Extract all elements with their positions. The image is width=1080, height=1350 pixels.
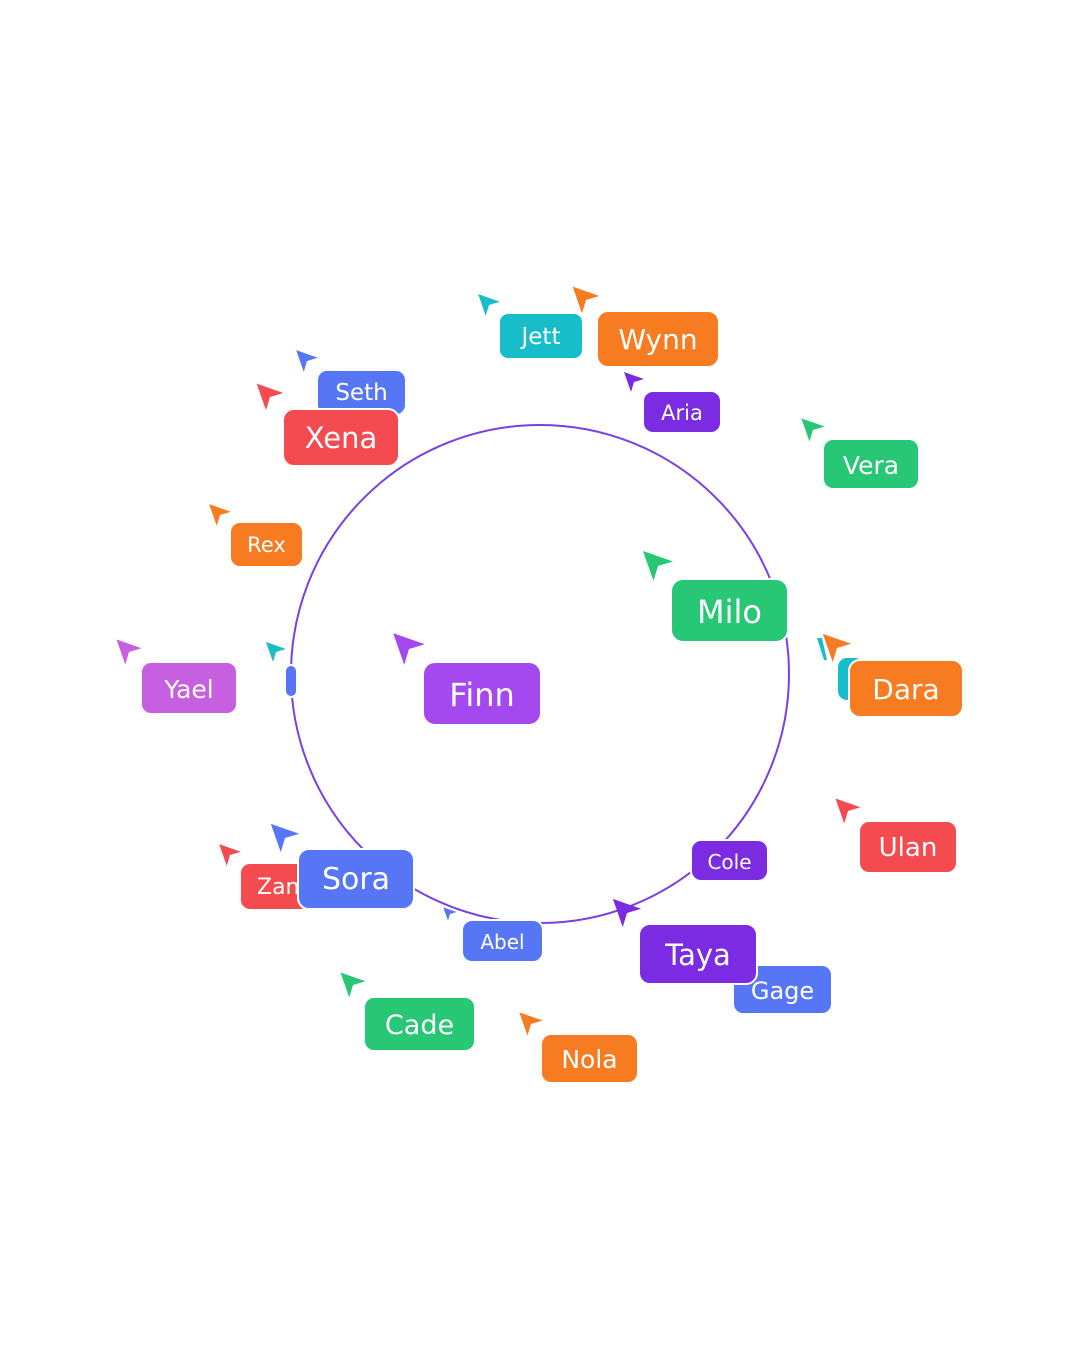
abel-cursor-icon xyxy=(443,907,457,921)
name-tag-dara: Dara xyxy=(848,659,964,718)
name-tag-cade: Cade xyxy=(363,996,476,1052)
name-tag-milo: Milo xyxy=(670,578,789,643)
name-tag-rex: Rex xyxy=(229,521,304,568)
jett-cursor-icon xyxy=(478,294,500,316)
nola-cursor-icon xyxy=(519,1012,543,1036)
zan-cursor-icon xyxy=(219,844,241,866)
name-tag-vera: Vera xyxy=(822,438,920,490)
cade-cursor-icon xyxy=(340,972,366,998)
dara-cursor-icon xyxy=(822,633,852,663)
wynn-cursor-icon xyxy=(572,286,600,314)
seth-cursor-icon xyxy=(296,350,318,372)
sora-cursor-icon xyxy=(270,823,300,853)
name-tag-yael: Yael xyxy=(140,661,238,715)
hidden-cursor-icon xyxy=(266,642,286,662)
yael-cursor-icon xyxy=(116,639,142,665)
name-tag-taya: Taya xyxy=(638,923,758,985)
hidden-teal-cursor-icon xyxy=(817,638,827,660)
milo-cursor-icon xyxy=(643,551,673,581)
rex-cursor-icon xyxy=(209,504,231,526)
name-tag-sora: Sora xyxy=(297,848,415,910)
finn-cursor-icon xyxy=(393,633,425,665)
name-tag-ulan: Ulan xyxy=(858,820,958,874)
name-tag-finn: Finn xyxy=(422,661,542,726)
name-tag-jett: Jett xyxy=(498,312,584,360)
xena-cursor-icon xyxy=(256,383,284,411)
name-tag-cole: Cole xyxy=(690,839,769,882)
taya-cursor-icon xyxy=(612,898,642,928)
hidden-name-tag xyxy=(284,664,298,698)
name-tag-aria: Aria xyxy=(642,390,722,434)
name-tag-nola: Nola xyxy=(540,1033,639,1084)
name-tag-wynn: Wynn xyxy=(596,310,720,368)
vera-cursor-icon xyxy=(801,418,825,442)
ulan-cursor-icon xyxy=(835,798,861,824)
aria-cursor-icon xyxy=(624,372,644,392)
name-tag-abel: Abel xyxy=(461,919,544,963)
name-tag-xena: Xena xyxy=(282,408,400,467)
